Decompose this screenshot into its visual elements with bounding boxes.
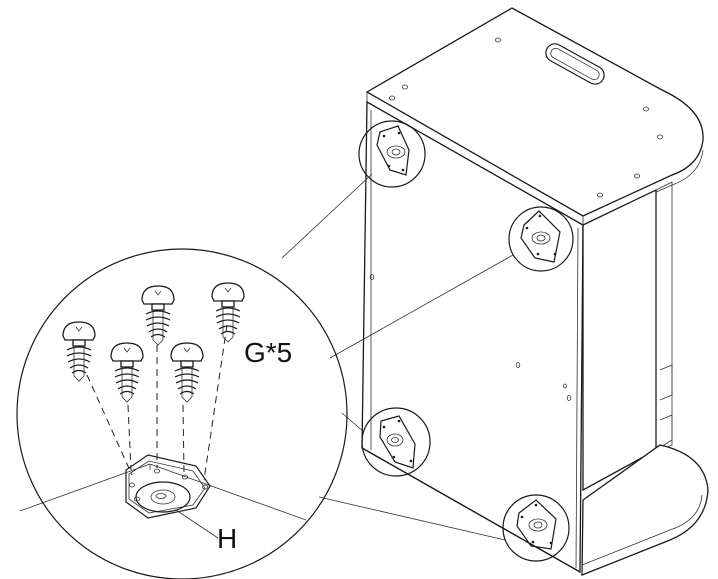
detail-circle-top-right	[508, 206, 574, 272]
detail-circle-bottom-right	[502, 494, 570, 562]
magnifier-circle	[16, 248, 348, 579]
screw-3	[211, 282, 245, 343]
cabinet	[361, 7, 709, 576]
cabinet-bottom-panel	[581, 444, 709, 576]
screw-4	[110, 342, 144, 403]
screw-callout-label: G*5	[244, 337, 292, 368]
mounting-bracket	[125, 454, 219, 539]
handle-slot	[545, 43, 605, 85]
screw-2	[141, 285, 175, 346]
cabinet-top-panel	[365, 7, 704, 217]
leader-lines	[281, 173, 514, 541]
screw-1	[62, 321, 96, 382]
bracket-callout-label: H	[217, 523, 237, 554]
screw-5	[170, 342, 204, 403]
magnified-detail: G*5 H	[16, 248, 348, 579]
detail-circle-top-left	[358, 120, 426, 188]
detail-circle-bottom-left	[361, 407, 431, 477]
cabinet-right-column	[582, 188, 657, 492]
alignment-dashes	[86, 324, 228, 481]
